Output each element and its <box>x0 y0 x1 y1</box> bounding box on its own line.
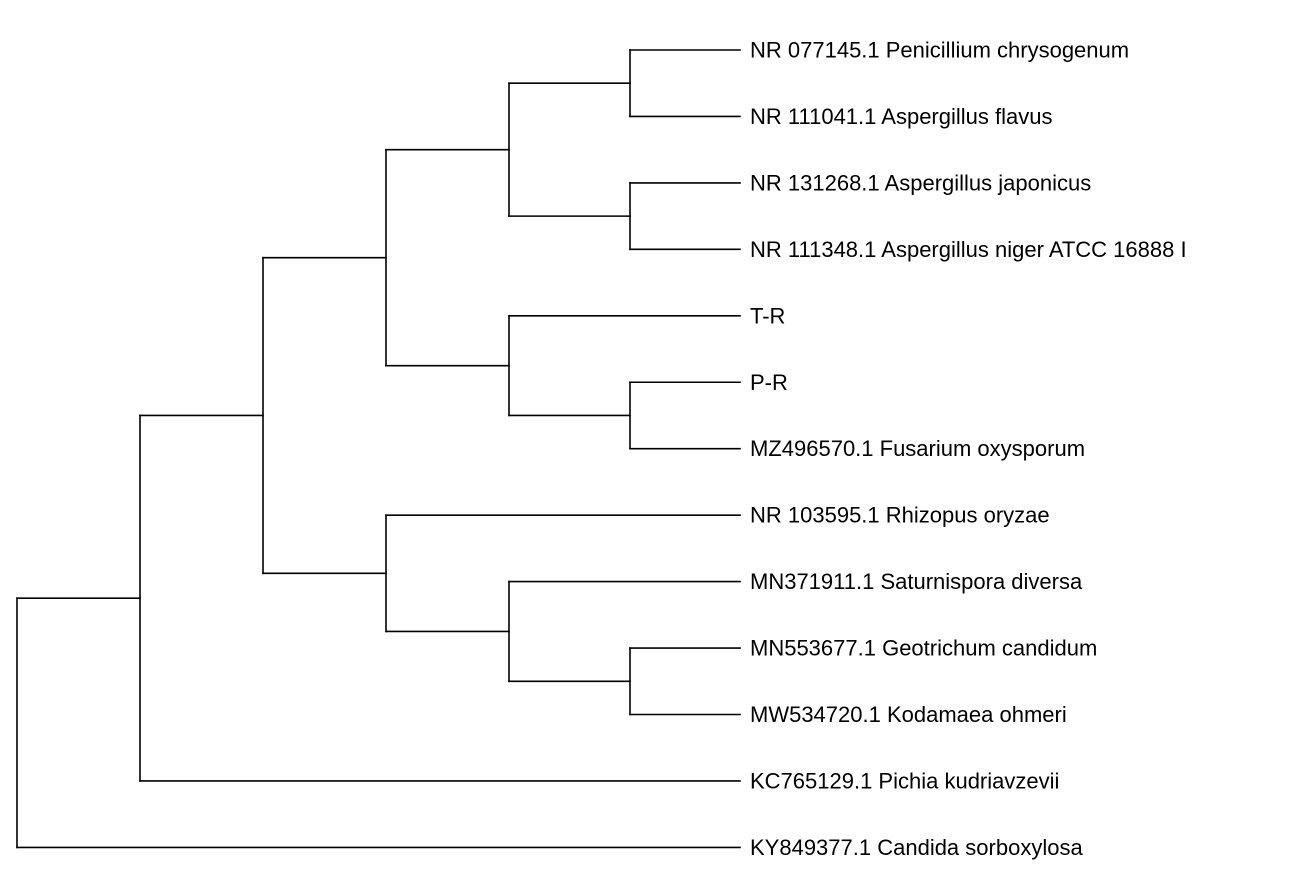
leaf-label: T-R <box>750 303 785 328</box>
leaf-label: MN371911.1 Saturnispora diversa <box>750 569 1083 594</box>
tree-branches <box>16 49 741 849</box>
leaf-labels: NR 077145.1 Penicillium chrysogenum NR 11… <box>750 38 1187 860</box>
leaf-label: KY849377.1 Candida sorboxylosa <box>750 835 1083 860</box>
leaf-label: P-R <box>750 370 788 395</box>
leaf-label: NR 077145.1 Penicillium chrysogenum <box>750 38 1129 63</box>
leaf-label: MZ496570.1 Fusarium oxysporum <box>750 436 1085 461</box>
leaf-label: NR 111348.1 Aspergillus niger ATCC 16888… <box>750 237 1187 262</box>
leaf-label: NR 111041.1 Aspergillus flavus <box>750 104 1052 129</box>
leaf-label: MW534720.1 Kodamaea ohmeri <box>750 702 1067 727</box>
leaf-label: NR 103595.1 Rhizopus oryzae <box>750 503 1050 528</box>
leaf-label: KC765129.1 Pichia kudriavzevii <box>750 768 1059 793</box>
leaf-label: NR 131268.1 Aspergillus japonicus <box>750 170 1091 195</box>
leaf-label: MN553677.1 Geotrichum candidum <box>750 636 1097 661</box>
